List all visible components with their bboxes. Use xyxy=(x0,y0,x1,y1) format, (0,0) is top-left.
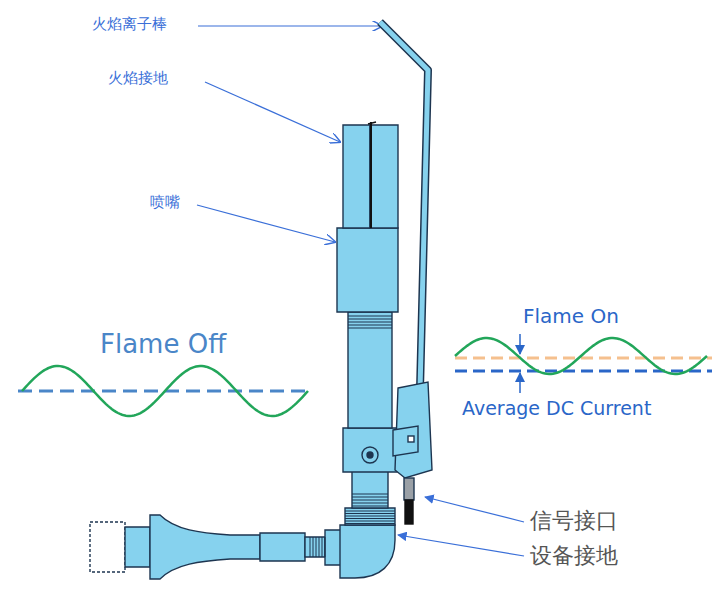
flame-rod xyxy=(380,22,428,390)
current-arrows xyxy=(519,334,521,393)
part-label: Average DC Current xyxy=(462,398,651,419)
thread-lines xyxy=(310,316,395,557)
burner-body xyxy=(90,125,398,579)
part-label: Flame On xyxy=(523,305,619,327)
part-label: 喷嘴 xyxy=(150,194,180,211)
part-label: 火焰接地 xyxy=(108,70,168,87)
flame-on-signal xyxy=(455,338,712,374)
part-label: 火焰离子棒 xyxy=(92,16,167,33)
rod-bracket xyxy=(393,382,432,524)
ground-strip xyxy=(368,122,376,124)
flame-off-signal xyxy=(18,366,312,416)
part-label: 信号接口 xyxy=(530,509,618,533)
leader-lines xyxy=(197,26,524,556)
part-label: Flame Off xyxy=(100,330,226,359)
ground-strip xyxy=(370,122,372,228)
part-label: 设备接地 xyxy=(530,544,618,568)
